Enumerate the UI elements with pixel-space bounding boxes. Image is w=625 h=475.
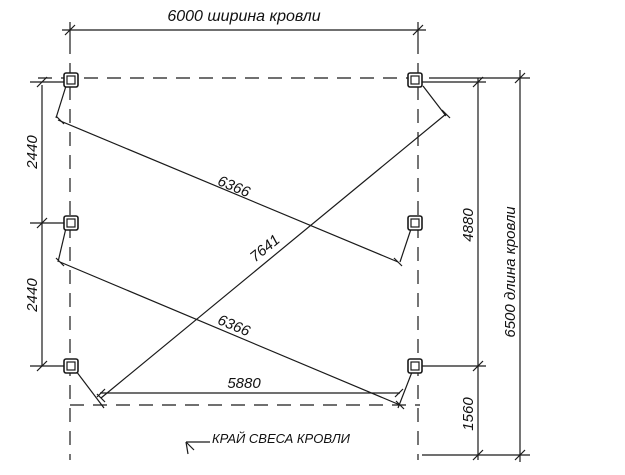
diagonal-upper-label: 6366 bbox=[215, 173, 253, 202]
right-tick-bottom bbox=[472, 449, 484, 461]
post-top-left bbox=[63, 72, 79, 88]
leader-mid-right bbox=[399, 225, 413, 263]
post-leaders bbox=[55, 85, 447, 409]
left-tick-mid bbox=[36, 217, 48, 229]
leader-top-right bbox=[422, 85, 447, 117]
diagonal-long-line bbox=[100, 113, 447, 399]
left-tick-top bbox=[36, 76, 48, 88]
length-tick-bottom bbox=[514, 449, 526, 461]
length-label: 6500 длина кровли bbox=[502, 206, 519, 338]
post-mid-left bbox=[63, 215, 79, 231]
left-spacing-top-label: 2440 bbox=[24, 135, 41, 170]
bottom-span-tick-right bbox=[394, 388, 404, 398]
roof-outline bbox=[38, 40, 440, 460]
width-label: 6000 ширина кровли bbox=[167, 8, 320, 25]
diagonal-upper-tick-a bbox=[55, 115, 65, 125]
post-top-right bbox=[407, 72, 423, 88]
diagonal-long-tick-b bbox=[441, 109, 451, 119]
right-dimension-chain: 4880 1560 bbox=[422, 76, 530, 461]
overhang-note-arrow-a bbox=[185, 441, 195, 451]
diagonal-upper-tick-b bbox=[393, 257, 403, 267]
length-dimension: 6500 длина кровли bbox=[440, 70, 530, 462]
left-dimension-chain: 2440 2440 bbox=[24, 76, 64, 372]
posts bbox=[63, 72, 423, 374]
diagonal-lower-line bbox=[59, 261, 401, 406]
leader-top-left bbox=[55, 85, 67, 119]
width-dimension: 6000 ширина кровли bbox=[62, 8, 426, 40]
diagonal-upper-line bbox=[57, 119, 399, 263]
left-spacing-bottom-label: 2440 bbox=[24, 278, 41, 313]
length-tick-top bbox=[514, 72, 526, 84]
right-span-label: 4880 bbox=[460, 208, 477, 242]
bottom-span-dimension: 5880 bbox=[96, 375, 404, 398]
left-tick-bottom bbox=[36, 360, 48, 372]
width-tick-left bbox=[64, 24, 76, 36]
bottom-span-label: 5880 bbox=[227, 375, 261, 392]
overhang-note-arrow-b bbox=[185, 441, 189, 455]
diagonal-lower-tick-a bbox=[55, 257, 65, 267]
right-tick-top bbox=[472, 76, 484, 88]
post-bottom-left bbox=[63, 358, 79, 374]
diagonal-long-label: 7641 bbox=[247, 231, 284, 265]
diagonal-lower-tick-b bbox=[395, 400, 405, 410]
leader-bottom-left bbox=[75, 370, 105, 409]
width-tick-right bbox=[412, 24, 424, 36]
right-tick-mid bbox=[472, 360, 484, 372]
diagonal-lower-label: 6366 bbox=[215, 312, 253, 341]
bottom-span-tick-left bbox=[96, 388, 106, 398]
post-mid-right bbox=[407, 215, 423, 231]
leader-bottom-right bbox=[397, 371, 413, 409]
overhang-label: 1560 bbox=[460, 397, 477, 431]
overhang-edge-label: КРАЙ СВЕСА КРОВЛИ bbox=[212, 430, 351, 446]
diagonals: 6366 6366 7641 bbox=[55, 109, 451, 410]
leader-mid-left bbox=[57, 227, 67, 263]
overhang-note: КРАЙ СВЕСА КРОВЛИ bbox=[185, 430, 351, 455]
post-bottom-right bbox=[407, 358, 423, 374]
